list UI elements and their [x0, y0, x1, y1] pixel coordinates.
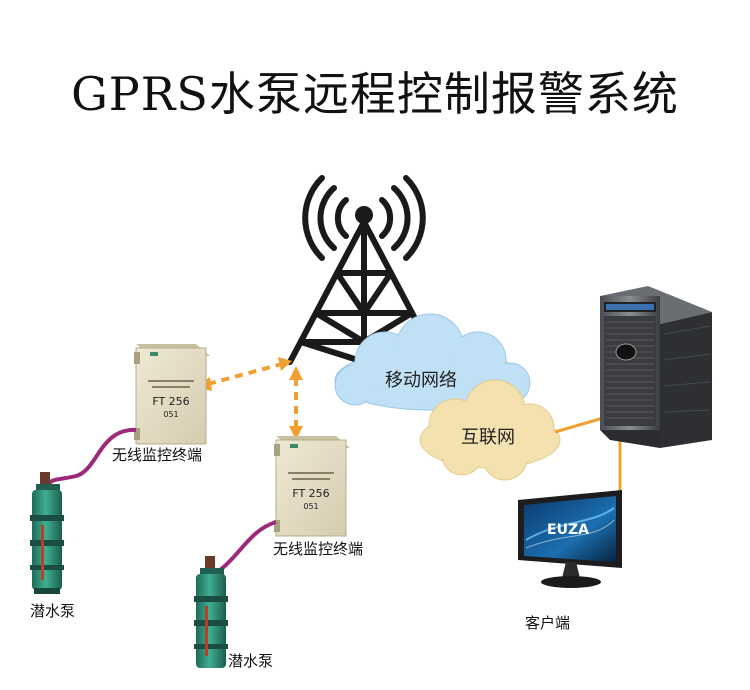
- wireless-link-terminal2: [289, 366, 303, 440]
- terminal-1-model: FT 256: [152, 395, 189, 408]
- wireless-link-terminal1: [196, 357, 292, 391]
- submersible-pump-2-icon: [194, 556, 228, 668]
- internet-cloud-icon: [419, 379, 561, 481]
- mobile-network-label: 移动网络: [385, 370, 457, 391]
- client-label: 客户端: [525, 614, 571, 632]
- terminal-1-code: 051: [163, 410, 178, 419]
- monitor-screen-text: ЕUZA: [547, 522, 589, 538]
- wireless-terminal-2-icon: FT 256 051: [274, 436, 350, 537]
- client-monitor-icon: ЕUZA: [518, 490, 622, 588]
- terminal-2-label: 无线监控终端: [273, 540, 364, 558]
- mobile-network-cloud-icon: [334, 313, 531, 411]
- pump-2-label: 潜水泵: [228, 652, 274, 670]
- cable-pump-1: [46, 427, 137, 487]
- terminal-2-code: 051: [303, 502, 318, 511]
- submersible-pump-1-icon: [30, 472, 64, 594]
- diagram-title: GPRS水泵远程控制报警系统: [71, 67, 679, 121]
- terminal-1-label: 无线监控终端: [112, 446, 203, 464]
- internet-label: 互联网: [461, 427, 515, 448]
- terminal-2-model: FT 256: [292, 487, 329, 500]
- server-icon: [600, 286, 712, 448]
- wireless-terminal-1-icon: FT 256 051: [134, 344, 210, 445]
- pump-1-label: 潜水泵: [30, 602, 76, 620]
